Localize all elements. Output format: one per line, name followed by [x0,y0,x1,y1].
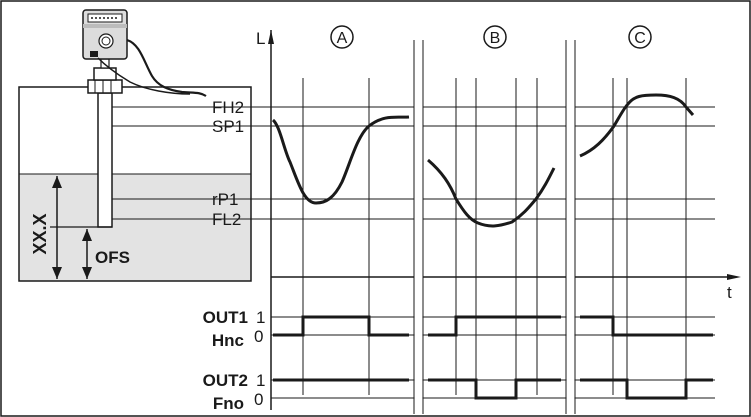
out2-name: OUT2 [203,371,248,390]
panel-c-badge [628,25,652,49]
panel-a-label: A [337,30,348,47]
sensor-cable [126,38,207,97]
panel-b-out2-signal [428,378,561,400]
level-axis-arrow [268,30,274,44]
out1-state-high: 1 [256,308,265,327]
out1-state-low: 0 [254,327,263,346]
out2-state-high: 1 [256,371,265,390]
panel-gap-ab [414,16,423,414]
sensor-probe [97,92,113,228]
fh2-label: FH2 [212,98,244,117]
panel-b-out1-signal [428,315,561,337]
process-connection [87,79,123,94]
out2-state-low: 0 [254,390,263,409]
measure-label: XX.X [30,213,50,254]
out1-name: OUT1 [203,308,248,327]
offset-label: OFS [95,248,130,267]
out2-mode: Fno [213,394,244,413]
connector-icon [90,51,98,57]
time-axis-label: t [727,283,732,302]
rp1-label: rP1 [212,190,238,209]
panel-c-level-curve [579,93,695,158]
panel-c-out1-signal [580,315,713,337]
panel-a-badge [330,25,354,49]
panel-b-badge [483,25,507,49]
panel-b-level-curve [427,158,556,228]
time-axis-arrow [727,274,741,280]
sensor-dial-icon [98,33,114,49]
sensor-housing [82,9,128,60]
output-signals: OUT1 Hnc OUT2 Fno 1 0 1 0 [203,300,715,414]
panel-gap-bc [566,16,575,414]
out1-mode: Hnc [212,331,244,350]
tank-illustration: XX.X OFS [18,9,252,282]
panel-a-out1-signal [273,315,409,337]
panel-a-level-curve [271,115,410,205]
fl2-label: FL2 [212,210,241,229]
sp1-label: SP1 [212,117,244,136]
level-axis-label: L [256,29,265,48]
level-chart: FH2 SP1 rP1 FL2 L t A B C [112,16,741,414]
tank-outline [18,86,252,282]
panel-b-label: B [490,30,501,47]
panel-c-label: C [634,30,646,47]
panel-c-out2-signal [580,378,713,400]
